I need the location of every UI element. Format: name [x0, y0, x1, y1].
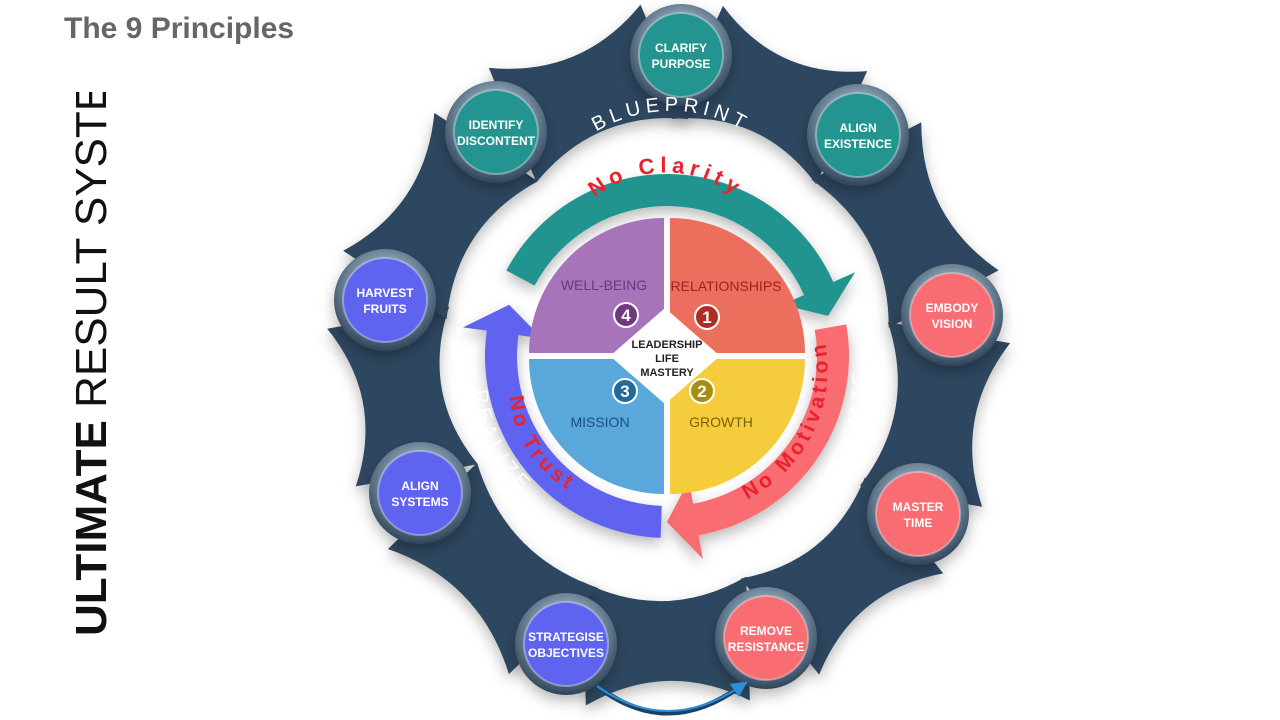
quadrant-badge-wellbeing — [613, 302, 639, 328]
node-fill — [876, 472, 960, 556]
quadrant-label-mission: MISSION — [570, 414, 629, 430]
arc-arrow-blueprint — [506, 174, 856, 316]
principle-label-line: DISCONTENT — [457, 134, 536, 148]
principle-label-line: CLARIFY — [655, 41, 707, 55]
center-label-line-3: MASTERY — [640, 367, 694, 379]
center-label-line-1: LEADERSHIP — [632, 339, 703, 351]
connector-shape — [327, 306, 478, 487]
center-label-line-2: LIFE — [655, 353, 679, 365]
quadrant-badge-growth — [689, 378, 715, 404]
quadrant-label-growth: GROWTH — [689, 414, 753, 430]
principle-node-master-time: MASTER TIME — [867, 463, 969, 565]
page-title: The 9 Principles — [64, 12, 295, 45]
arc-arrow-activate — [667, 324, 849, 559]
node-fill — [910, 273, 994, 357]
arc-arrow-realize — [463, 304, 662, 538]
principle-node-strategise-objectives: STRATEGISE OBJECTIVES — [515, 593, 617, 695]
principle-node-align-existence: ALIGN EXISTENCE — [807, 84, 909, 186]
quadrant-badge-relationships — [694, 304, 720, 330]
principle-label-line: HARVEST — [356, 286, 414, 300]
quadrant-label-relationships: RELATIONSHIPS — [671, 278, 782, 294]
node-fill — [816, 93, 900, 177]
principle-label-line: IDENTIFY — [469, 118, 524, 132]
principle-node-identify-discontent: IDENTIFY DISCONTENT — [445, 81, 547, 183]
principle-label-line: EXISTENCE — [824, 137, 892, 151]
quadrant-number-relationships: 1 — [702, 308, 711, 327]
quadrant-number-mission: 3 — [620, 382, 629, 401]
principle-label-line: ALIGN — [839, 121, 876, 135]
system-title: ULTIMATE RESULT SYSTEM — [62, 45, 122, 636]
node-fill — [454, 90, 538, 174]
quadrant-label-wellbeing: WELL-BEING — [561, 277, 647, 293]
principle-nodes: CLARIFY PURPOSE ALIGN EXISTENCE EMBODY VISION… — [334, 4, 1003, 695]
node-fill — [724, 596, 808, 680]
principle-label-line: ALIGN — [401, 479, 438, 493]
svg-text:ULTIMATE RESULT SYSTEM: ULTIMATE RESULT SYSTEM — [67, 92, 116, 636]
quadrant-badge-mission — [612, 378, 638, 404]
principle-label-line: STRATEGISE — [528, 630, 604, 644]
principle-label-line: TIME — [904, 516, 933, 530]
principle-node-embody-vision: EMBODY VISION — [901, 264, 1003, 366]
principle-node-harvest-fruits: HARVEST FRUITS — [334, 249, 436, 351]
system-title-regular: RESULT SYSTEM — [67, 92, 116, 420]
principle-label-line: FRUITS — [363, 302, 406, 316]
principle-label-line: OBJECTIVES — [528, 646, 604, 660]
node-fill — [378, 451, 462, 535]
principle-label-line: SYSTEMS — [391, 495, 448, 509]
node-fill — [639, 13, 723, 97]
principle-node-clarify-purpose: CLARIFY PURPOSE — [630, 4, 732, 106]
principle-label-line: EMBODY — [926, 301, 979, 315]
principle-label-line: VISION — [932, 317, 973, 331]
principle-label-line: PURPOSE — [652, 57, 711, 71]
quadrant-number-wellbeing: 4 — [621, 306, 631, 325]
principle-label-line: REMOVE — [740, 624, 792, 638]
node-fill — [343, 258, 427, 342]
quadrant-number-growth: 2 — [697, 382, 706, 401]
principle-label-line: MASTER — [893, 500, 944, 514]
center-hub: LEADERSHIP LIFE MASTERY — [610, 308, 720, 404]
connector-shape — [859, 322, 1011, 507]
system-title-bold: ULTIMATE — [67, 420, 116, 636]
principle-label-line: RESISTANCE — [728, 640, 804, 654]
node-fill — [524, 602, 608, 686]
cycle-arrows — [463, 174, 856, 559]
principle-node-remove-resistance: REMOVE RESISTANCE — [715, 587, 817, 689]
principle-node-align-systems: ALIGN SYSTEMS — [369, 442, 471, 544]
connector-shape — [582, 576, 750, 706]
